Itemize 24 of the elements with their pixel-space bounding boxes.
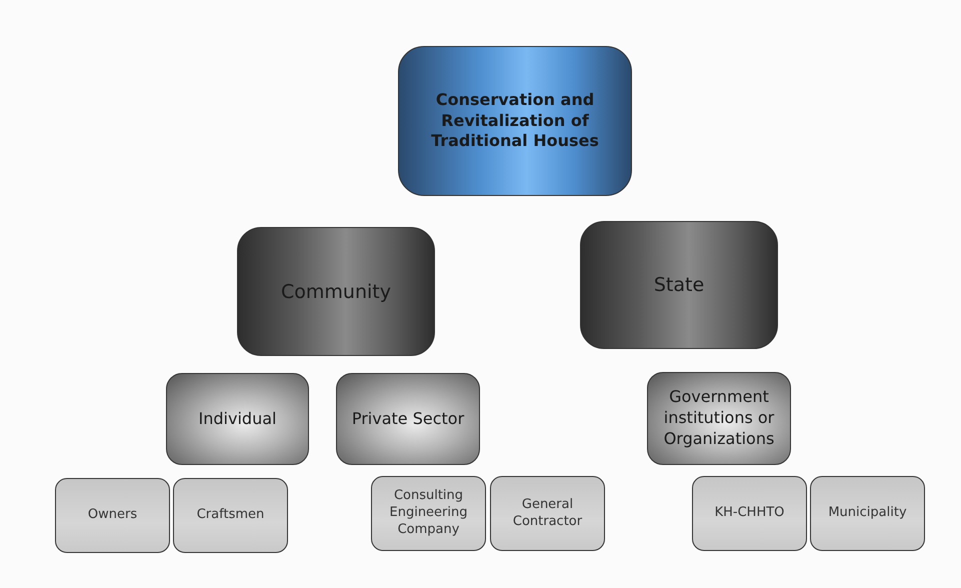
category-box xyxy=(580,221,778,349)
item-box xyxy=(371,476,486,551)
title-box xyxy=(398,46,632,196)
node-label: Conservation and Revitalization of Traditional Houses xyxy=(430,90,600,152)
node-label: Government institutions or Organizations xyxy=(662,387,776,450)
node-label: Community xyxy=(280,280,392,302)
node-label: Craftsmen xyxy=(196,507,266,524)
item-box xyxy=(55,478,170,553)
node-label: Individual xyxy=(198,408,278,430)
item-box xyxy=(810,476,925,551)
node-label: State xyxy=(652,274,706,296)
subcategory-box xyxy=(166,373,309,465)
item-box xyxy=(490,476,605,551)
node-label: Consulting Engineering Company xyxy=(388,488,468,539)
node-label: General Contractor xyxy=(512,496,584,530)
item-box xyxy=(692,476,807,551)
node-label: Private Sector xyxy=(350,408,466,430)
node-label: Municipality xyxy=(827,505,908,522)
subcategory-box xyxy=(336,373,480,465)
subcategory-box xyxy=(647,372,791,465)
category-box xyxy=(237,227,435,356)
node-label: KH-CHHTO xyxy=(714,505,786,522)
item-box xyxy=(173,478,288,553)
node-label: Owners xyxy=(86,507,138,524)
